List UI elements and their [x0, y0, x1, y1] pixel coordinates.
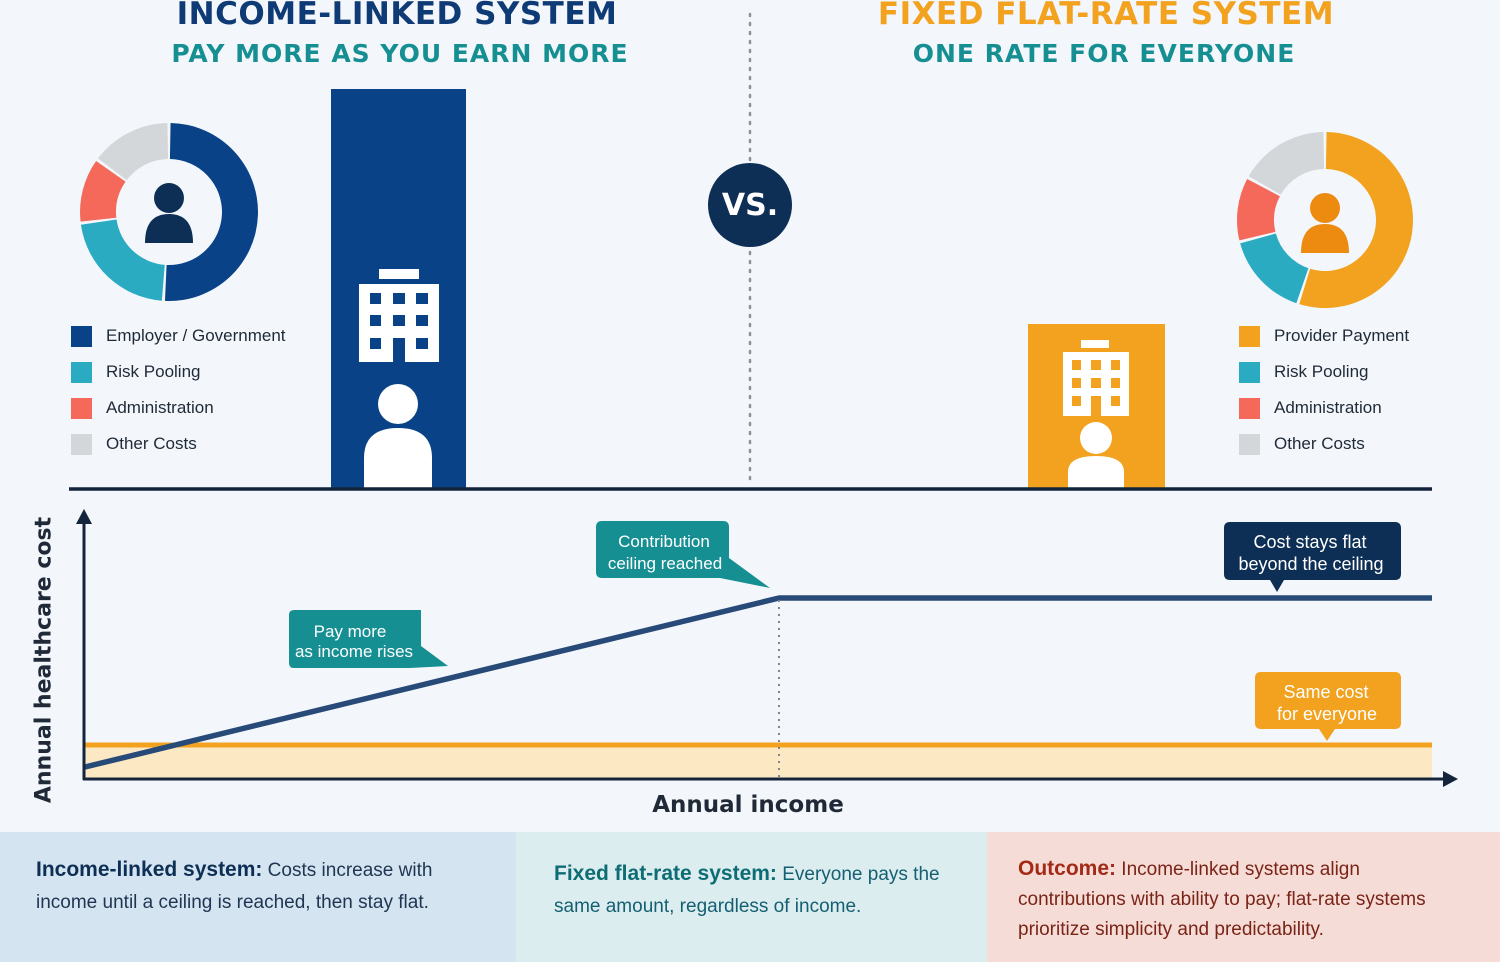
legend-label: Provider Payment [1274, 326, 1410, 345]
x-axis-label: Annual income [652, 792, 844, 818]
legend-swatch [1239, 361, 1260, 383]
legend-label: Other Costs [1274, 434, 1365, 453]
income-linked-line [84, 595, 1432, 770]
legend-item: Other Costs [1239, 426, 1409, 462]
flat-rate-summary: Fixed flat-rate system: Everyone pays th… [516, 832, 987, 962]
infographic-canvas: Pay more as income rises Contribution ce… [69, 12, 1458, 787]
income-linked-summary: Income-linked system: Costs increase wit… [0, 832, 516, 962]
right-cost-donut [1236, 132, 1414, 308]
person-icon [145, 183, 193, 243]
building-icon [1063, 340, 1129, 416]
flat-rate-band [85, 745, 1432, 779]
legend-item: Risk Pooling [71, 354, 286, 390]
donut-segment [1236, 178, 1280, 241]
legend-item: Other Costs [71, 426, 286, 462]
callout-ceiling-line1: Contribution [618, 532, 710, 551]
callout-ceiling-line2: ceiling reached [608, 554, 722, 573]
outcome-summary: Outcome: Income-linked systems align con… [987, 832, 1500, 962]
callout-same-cost-line1: Same cost [1283, 682, 1368, 702]
outcome-summary-text: Income-linked systems align contribution… [1018, 859, 1426, 940]
donut-segment [80, 219, 165, 301]
y-axis-arrow [76, 509, 92, 524]
callout-same-cost: Same cost for everyone [1255, 672, 1401, 741]
legend-item: Administration [71, 390, 286, 426]
flat-rate-summary-text: Everyone pays the same amount, regardles… [554, 864, 940, 917]
y-axis-label: Annual healthcare cost [31, 516, 57, 804]
donut-segment [1299, 132, 1414, 308]
x-axis-arrow [1443, 771, 1458, 787]
person-icon [364, 384, 432, 489]
left-legend: Employer / Government Risk Pooling Admin… [71, 318, 286, 462]
legend-label: Administration [1274, 398, 1382, 417]
callout-cost-flat-line2: beyond the ceiling [1238, 554, 1383, 574]
left-cost-donut [80, 123, 258, 301]
legend-swatch [1239, 397, 1260, 419]
left-subtitle: PAY MORE AS YOU EARN MORE [171, 39, 629, 68]
donut-segment [1240, 233, 1309, 304]
callout-cost-flat-line1: Cost stays flat [1253, 532, 1366, 552]
callout-pay-more: Pay more as income rises [289, 610, 448, 668]
donut-segment [1248, 132, 1325, 195]
legend-swatch [1239, 325, 1260, 347]
legend-item: Risk Pooling [1239, 354, 1409, 390]
legend-label: Risk Pooling [1274, 362, 1369, 381]
vs-badge: VS. [708, 163, 792, 247]
legend-label: Other Costs [106, 434, 197, 453]
flat-rate-summary-heading: Fixed flat-rate system: [554, 862, 777, 885]
callout-pay-more-line1: Pay more [314, 622, 387, 641]
income-linked-summary-heading: Income-linked system: [36, 858, 263, 881]
legend-label: Risk Pooling [106, 362, 201, 381]
legend-label: Administration [106, 398, 214, 417]
callout-same-cost-line2: for everyone [1277, 704, 1377, 724]
donut-segment [97, 123, 169, 181]
legend-swatch [71, 397, 92, 419]
right-legend: Provider Payment Risk Pooling Administra… [1239, 318, 1409, 462]
income-linked-summary-text: Costs increase with income until a ceili… [36, 860, 433, 913]
donut-segment [164, 123, 258, 301]
right-title: FIXED FLAT-RATE SYSTEM [877, 0, 1335, 32]
legend-item: Administration [1239, 390, 1409, 426]
legend-swatch [71, 361, 92, 383]
building-icon [359, 269, 439, 362]
callout-cost-flat: Cost stays flat beyond the ceiling [1224, 522, 1401, 592]
donut-segment [80, 160, 126, 222]
person-icon [1068, 422, 1124, 489]
left-title: INCOME-LINKED SYSTEM [176, 0, 618, 32]
legend-swatch [1239, 433, 1260, 455]
callout-ceiling: Contribution ceiling reached [596, 521, 770, 588]
legend-item: Employer / Government [71, 318, 286, 354]
person-icon [1301, 193, 1349, 253]
legend-label: Employer / Government [106, 326, 286, 345]
right-subtitle: ONE RATE FOR EVERYONE [912, 39, 1296, 68]
legend-swatch [71, 433, 92, 455]
outcome-summary-heading: Outcome: [1018, 857, 1117, 880]
legend-item: Provider Payment [1239, 318, 1409, 354]
legend-swatch [71, 325, 92, 347]
callout-pay-more-line2: as income rises [295, 642, 413, 661]
